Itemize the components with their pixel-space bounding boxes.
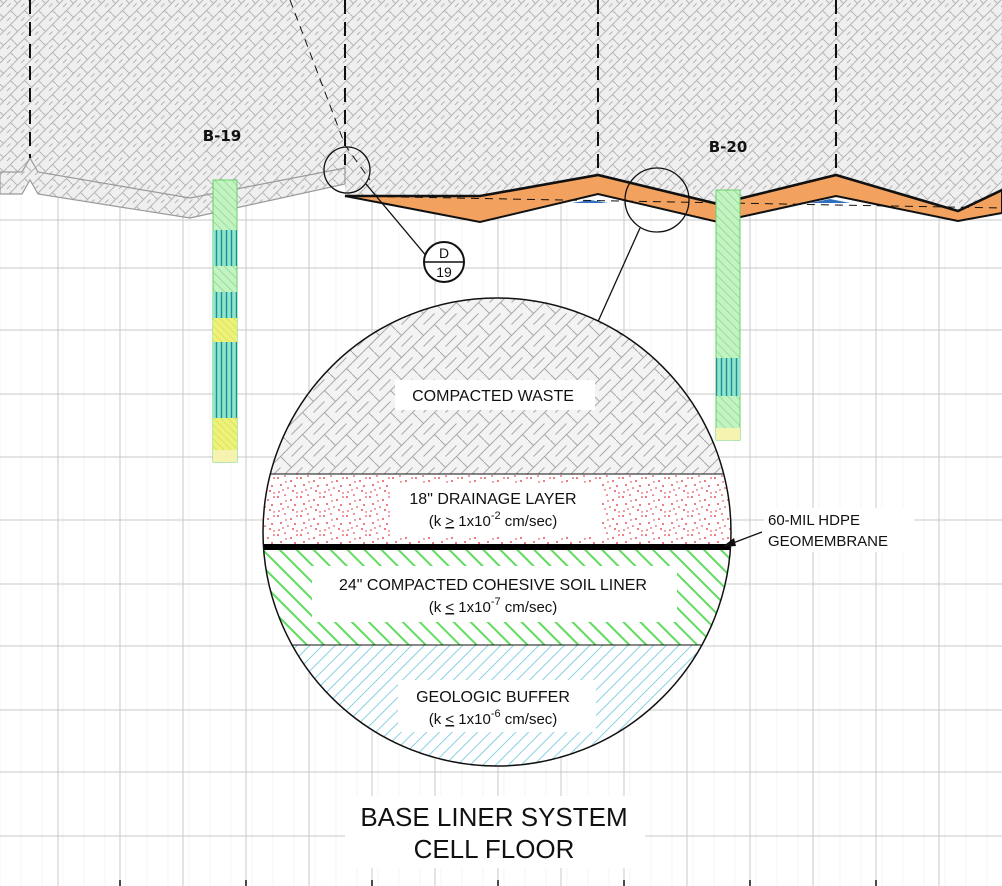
detail-callout-letter: D [439,245,449,261]
drain-pocket-1 [572,200,608,203]
geomembrane-label-line2: GEOMEMBRANE [768,533,888,550]
drainage-layer-label: 18" DRAINAGE LAYER [409,491,576,508]
geologic-buffer-k: (k < 1x10-6 cm/sec) [429,708,558,728]
compacted-waste-profile [0,0,1002,211]
title-line2: CELL FLOOR [414,834,575,864]
boring-b20-label: B-20 [709,138,748,156]
drain-pocket-2 [810,199,850,203]
enlarged-detail-leader [591,227,641,336]
detail-callout-sheet: 19 [436,264,452,280]
soil-liner-k: (k < 1x10-7 cm/sec) [429,596,558,616]
boring-b19[interactable]: B-19 [203,127,242,463]
geomembrane-label-line1: 60-MIL HDPE [768,512,860,529]
enlarged-detail-marker-circle[interactable] [624,167,690,233]
enlarged-liner-detail: COMPACTED WASTE 18" DRAINAGE LAYER (k > … [262,297,732,767]
detail-d-marker-circle[interactable] [323,146,371,194]
reference-dashed-line [344,195,1002,209]
geologic-buffer-label: GEOLOGIC BUFFER [416,689,570,706]
detail-callout[interactable]: D 19 [423,241,465,283]
drainage-layer-k: (k > 1x10-2 cm/sec) [429,510,558,530]
bottom-tick-marks [119,880,877,886]
boring-b20[interactable]: B-20 [709,138,748,441]
detail-d-leader [365,183,429,259]
title-line1: BASE LINER SYSTEM [360,802,627,832]
detail-title: BASE LINER SYSTEM CELL FLOOR [345,796,645,868]
cell-boundary-lines [29,0,837,175]
geomembrane-callout: 60-MIL HDPE GEOMEMBRANE [722,508,914,552]
hdpe-geomembrane [263,544,731,550]
boring-b19-label: B-19 [203,127,242,145]
compacted-waste-label: COMPACTED WASTE [412,388,574,405]
soil-liner-label: 24" COMPACTED COHESIVE SOIL LINER [339,577,647,594]
